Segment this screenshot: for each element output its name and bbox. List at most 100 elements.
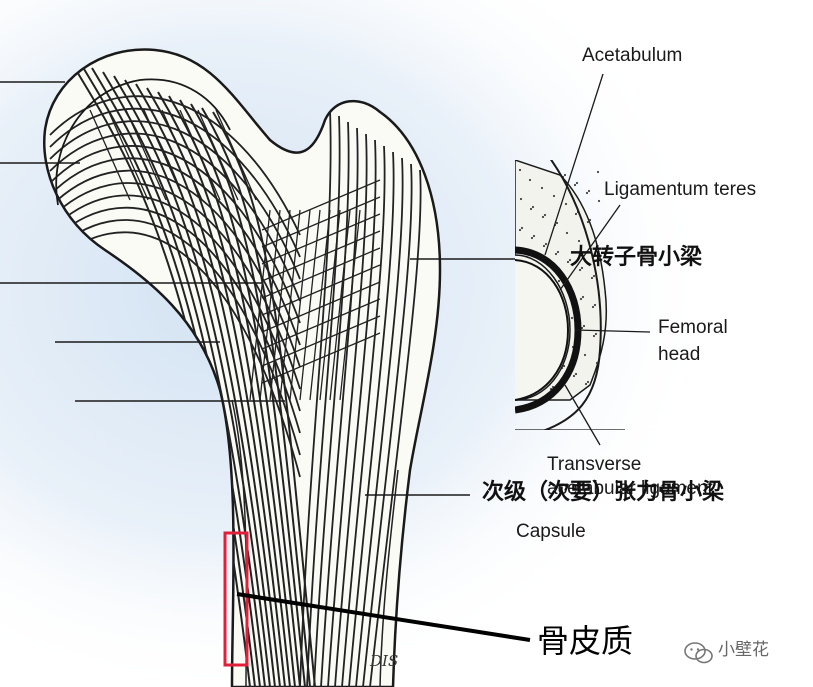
spongy-bone-dot	[597, 199, 601, 203]
compressive-trabecula	[91, 67, 261, 687]
lattice-trabecula	[259, 209, 281, 401]
spongy-bone-dot	[540, 186, 544, 190]
hip-joint-inset	[515, 73, 651, 446]
spongy-bone-dot	[529, 207, 533, 211]
trochanter-trabecula	[362, 163, 413, 687]
label-transverse-line2: acetabular ligament	[547, 478, 713, 499]
spongy-bone-dot	[531, 205, 535, 209]
spongy-bone-dot	[532, 234, 536, 238]
lattice-trabecula	[329, 209, 351, 401]
trochanter-trabecula	[306, 115, 341, 687]
lattice-trabecula	[299, 209, 321, 401]
spongy-bone-dot	[577, 239, 581, 243]
label-femoral-head-line1: Femoral	[658, 317, 728, 338]
spongy-bone-dot	[584, 382, 588, 386]
compressive-trabecula	[135, 83, 281, 687]
lattice-trabecula	[339, 209, 361, 401]
spongy-bone-dot	[591, 305, 595, 309]
spongy-bone-dot	[594, 332, 598, 336]
spongy-bone-dot	[574, 372, 578, 376]
spongy-bone-dot	[552, 194, 556, 198]
label-secondary-tension-trabeculae: 次级（次要）张力骨小梁	[482, 480, 725, 505]
trochanter-trabecula	[320, 127, 359, 687]
spongy-bone-dot	[574, 212, 578, 216]
trochanter-trabecula	[348, 151, 395, 687]
lattice-trabecula	[215, 109, 257, 201]
spongy-bone-dot	[596, 170, 600, 174]
label-greater-trochanter-trabeculae: 大转子骨小梁	[570, 245, 703, 270]
spongy-bone-dot	[519, 197, 523, 201]
lattice-trabecula	[197, 109, 239, 201]
label-transverse-line1: Transverse	[547, 454, 642, 475]
spongy-bone-dot	[575, 181, 579, 185]
lattice-trabecula	[261, 179, 381, 231]
compressive-trabecula	[201, 107, 311, 687]
spongy-bone-dot	[563, 173, 567, 177]
lattice-trabecula	[269, 209, 291, 401]
cortical-bone-pointer	[236, 592, 531, 642]
tensile-trabecula	[49, 206, 301, 434]
spongy-bone-dot	[564, 202, 568, 206]
spongy-bone-dot	[554, 252, 558, 256]
tensile-trabecula	[49, 95, 301, 236]
spongy-bone-dot	[586, 380, 590, 384]
spongy-bone-dot	[528, 178, 532, 182]
spongy-bone-dot	[570, 316, 574, 320]
spongy-bone-dot	[583, 353, 587, 357]
trochanter-trabecula	[341, 145, 386, 687]
lattice-trabecula	[125, 109, 167, 201]
label-acetabulum: Acetabulum	[582, 45, 683, 66]
wechat-icon	[684, 642, 713, 664]
lattice-trabecula	[89, 109, 131, 201]
spongy-bone-dot	[593, 303, 597, 307]
lattice-trabecula	[309, 209, 331, 401]
trochanter-trabecula	[334, 139, 377, 687]
trochanter-trabecula	[355, 157, 404, 687]
spongy-bone-dot	[555, 221, 559, 225]
lattice-trabecula	[261, 196, 381, 248]
spongy-bone-dot	[541, 215, 545, 219]
lattice-trabecula	[261, 298, 381, 350]
spongy-bone-dot	[592, 274, 596, 278]
spongy-bone-dot	[556, 250, 560, 254]
lattice-trabecula	[319, 209, 341, 401]
spongy-bone-dot	[581, 295, 585, 299]
lattice-trabecula	[261, 230, 381, 282]
lattice-trabecula	[107, 109, 149, 201]
lattice-trabecula	[261, 281, 381, 333]
spongy-bone-dot	[543, 213, 547, 217]
spongy-bone-dot	[565, 231, 569, 235]
spongy-bone-dot	[542, 244, 546, 248]
lattice-trabecula	[261, 247, 381, 299]
spongy-bone-dot	[518, 168, 522, 172]
spongy-bone-dot	[518, 228, 522, 232]
spongy-bone-dot	[587, 189, 591, 193]
spongy-bone-dot	[557, 279, 561, 283]
trochanter-trabecula	[313, 121, 350, 687]
artist-signature: DIS	[370, 652, 399, 670]
watermark-text: 小壁花	[718, 640, 769, 660]
lattice-trabecula	[279, 209, 301, 401]
left-leader-lines	[0, 81, 285, 402]
trochanter-trabecula	[299, 109, 332, 687]
compressive-trabecula	[157, 91, 291, 687]
lattice-trabecula	[179, 109, 221, 201]
label-cortical-bone: 骨皮质	[537, 622, 634, 660]
spongy-bone-dot	[582, 324, 586, 328]
cortical-bone-highlight-box	[223, 531, 249, 667]
spongy-bone-dot	[544, 242, 548, 246]
label-femoral-head-line2: head	[658, 344, 701, 365]
spongy-bone-dot	[530, 236, 534, 240]
tensile-trabecula	[49, 145, 301, 324]
trabecular-pattern	[49, 59, 422, 687]
label-capsule: Capsule	[516, 521, 586, 542]
lattice-trabecula	[261, 315, 381, 367]
lattice-trabecula	[161, 109, 203, 201]
spongy-bone-dot	[573, 183, 577, 187]
spongy-bone-dot	[520, 226, 524, 230]
tensile-trabecula	[49, 132, 301, 302]
label-ligamentum-teres: Ligamentum teres	[604, 179, 757, 200]
spongy-bone-dot	[568, 258, 572, 262]
lattice-trabecula	[261, 332, 381, 384]
